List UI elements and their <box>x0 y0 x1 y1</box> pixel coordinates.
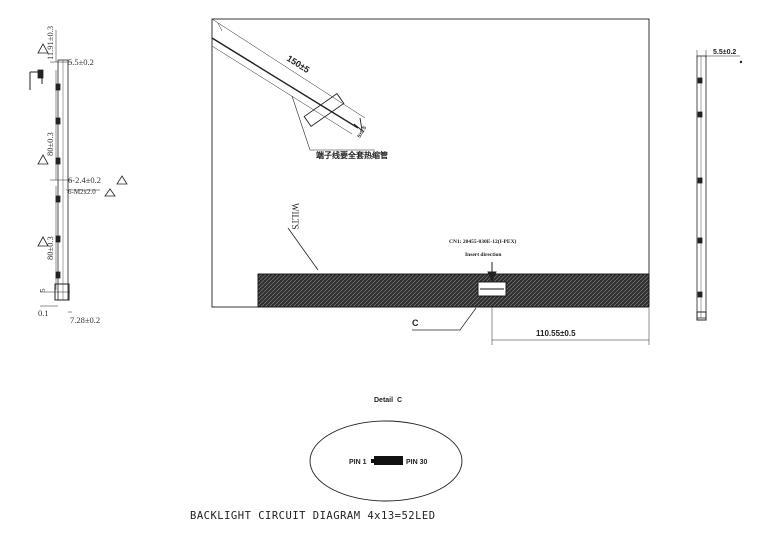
warning-triangle-icon <box>37 236 49 247</box>
detail-c-view: PIN 1 PIN 30 <box>309 420 463 502</box>
heat-shrink-sleeve <box>303 92 345 128</box>
warning-triangle-icon <box>116 175 128 185</box>
connector-pins <box>374 456 403 465</box>
side-mark-label: WILTS <box>290 203 300 230</box>
led-strip <box>257 273 650 308</box>
left-dimension-labels: 11.91±0.3 5.5±0.2 80±0.3 6-2.4±0.2 6-M2x… <box>38 26 101 325</box>
dim-bottom-gap: 0.1 <box>38 308 49 318</box>
arrow-down-icon <box>487 271 497 283</box>
right-side-view <box>696 50 743 321</box>
dim-width-bottom: 7.28±0.2 <box>70 315 100 325</box>
dim-top-tolerance: 11.91±0.3 <box>45 26 55 60</box>
dim-hole-offset: 6-2.4±0.2 <box>68 175 101 185</box>
detail-title: Detail C <box>374 397 402 404</box>
cable-note: 端子线要全套热缩管 <box>316 150 388 160</box>
cable-line <box>211 37 359 129</box>
connector-offset-dim: 110.55±0.5 <box>536 329 576 338</box>
left-side-view <box>29 30 128 313</box>
right-width-dim: 5.5±0.2 <box>713 49 736 56</box>
warning-triangle-icon <box>37 154 49 165</box>
dim-pitch-1: 80±0.3 <box>45 132 55 156</box>
cable-end-dim: 5±0.5 <box>357 125 369 139</box>
insert-direction-label: Insert direction <box>465 252 501 258</box>
dim-width-top: 5.5±0.2 <box>68 57 94 67</box>
detail-ref-label: C <box>412 318 419 328</box>
warning-triangle-icon <box>104 188 116 197</box>
detail-ellipse <box>309 420 463 502</box>
dim-screw-spec: 6-M2x2.0 <box>68 188 96 196</box>
front-view <box>211 18 650 345</box>
dim-bottom-small: 5 <box>39 288 47 292</box>
footer-caption: BACKLIGHT CIRCUIT DIAGRAM 4x13=52LED <box>190 510 436 522</box>
cable-length-dim: 150±5 <box>285 53 311 75</box>
right-profile-body <box>696 55 707 319</box>
pin-30-label: PIN 30 <box>406 459 428 466</box>
pin-1-label: PIN 1 <box>349 459 367 466</box>
panel-outline <box>211 18 650 308</box>
connector-label: CN1: 20455-030E-12(I-PEX) <box>449 238 517 245</box>
dim-pitch-2: 80±0.3 <box>45 236 55 260</box>
warning-triangle-icon <box>37 43 49 54</box>
